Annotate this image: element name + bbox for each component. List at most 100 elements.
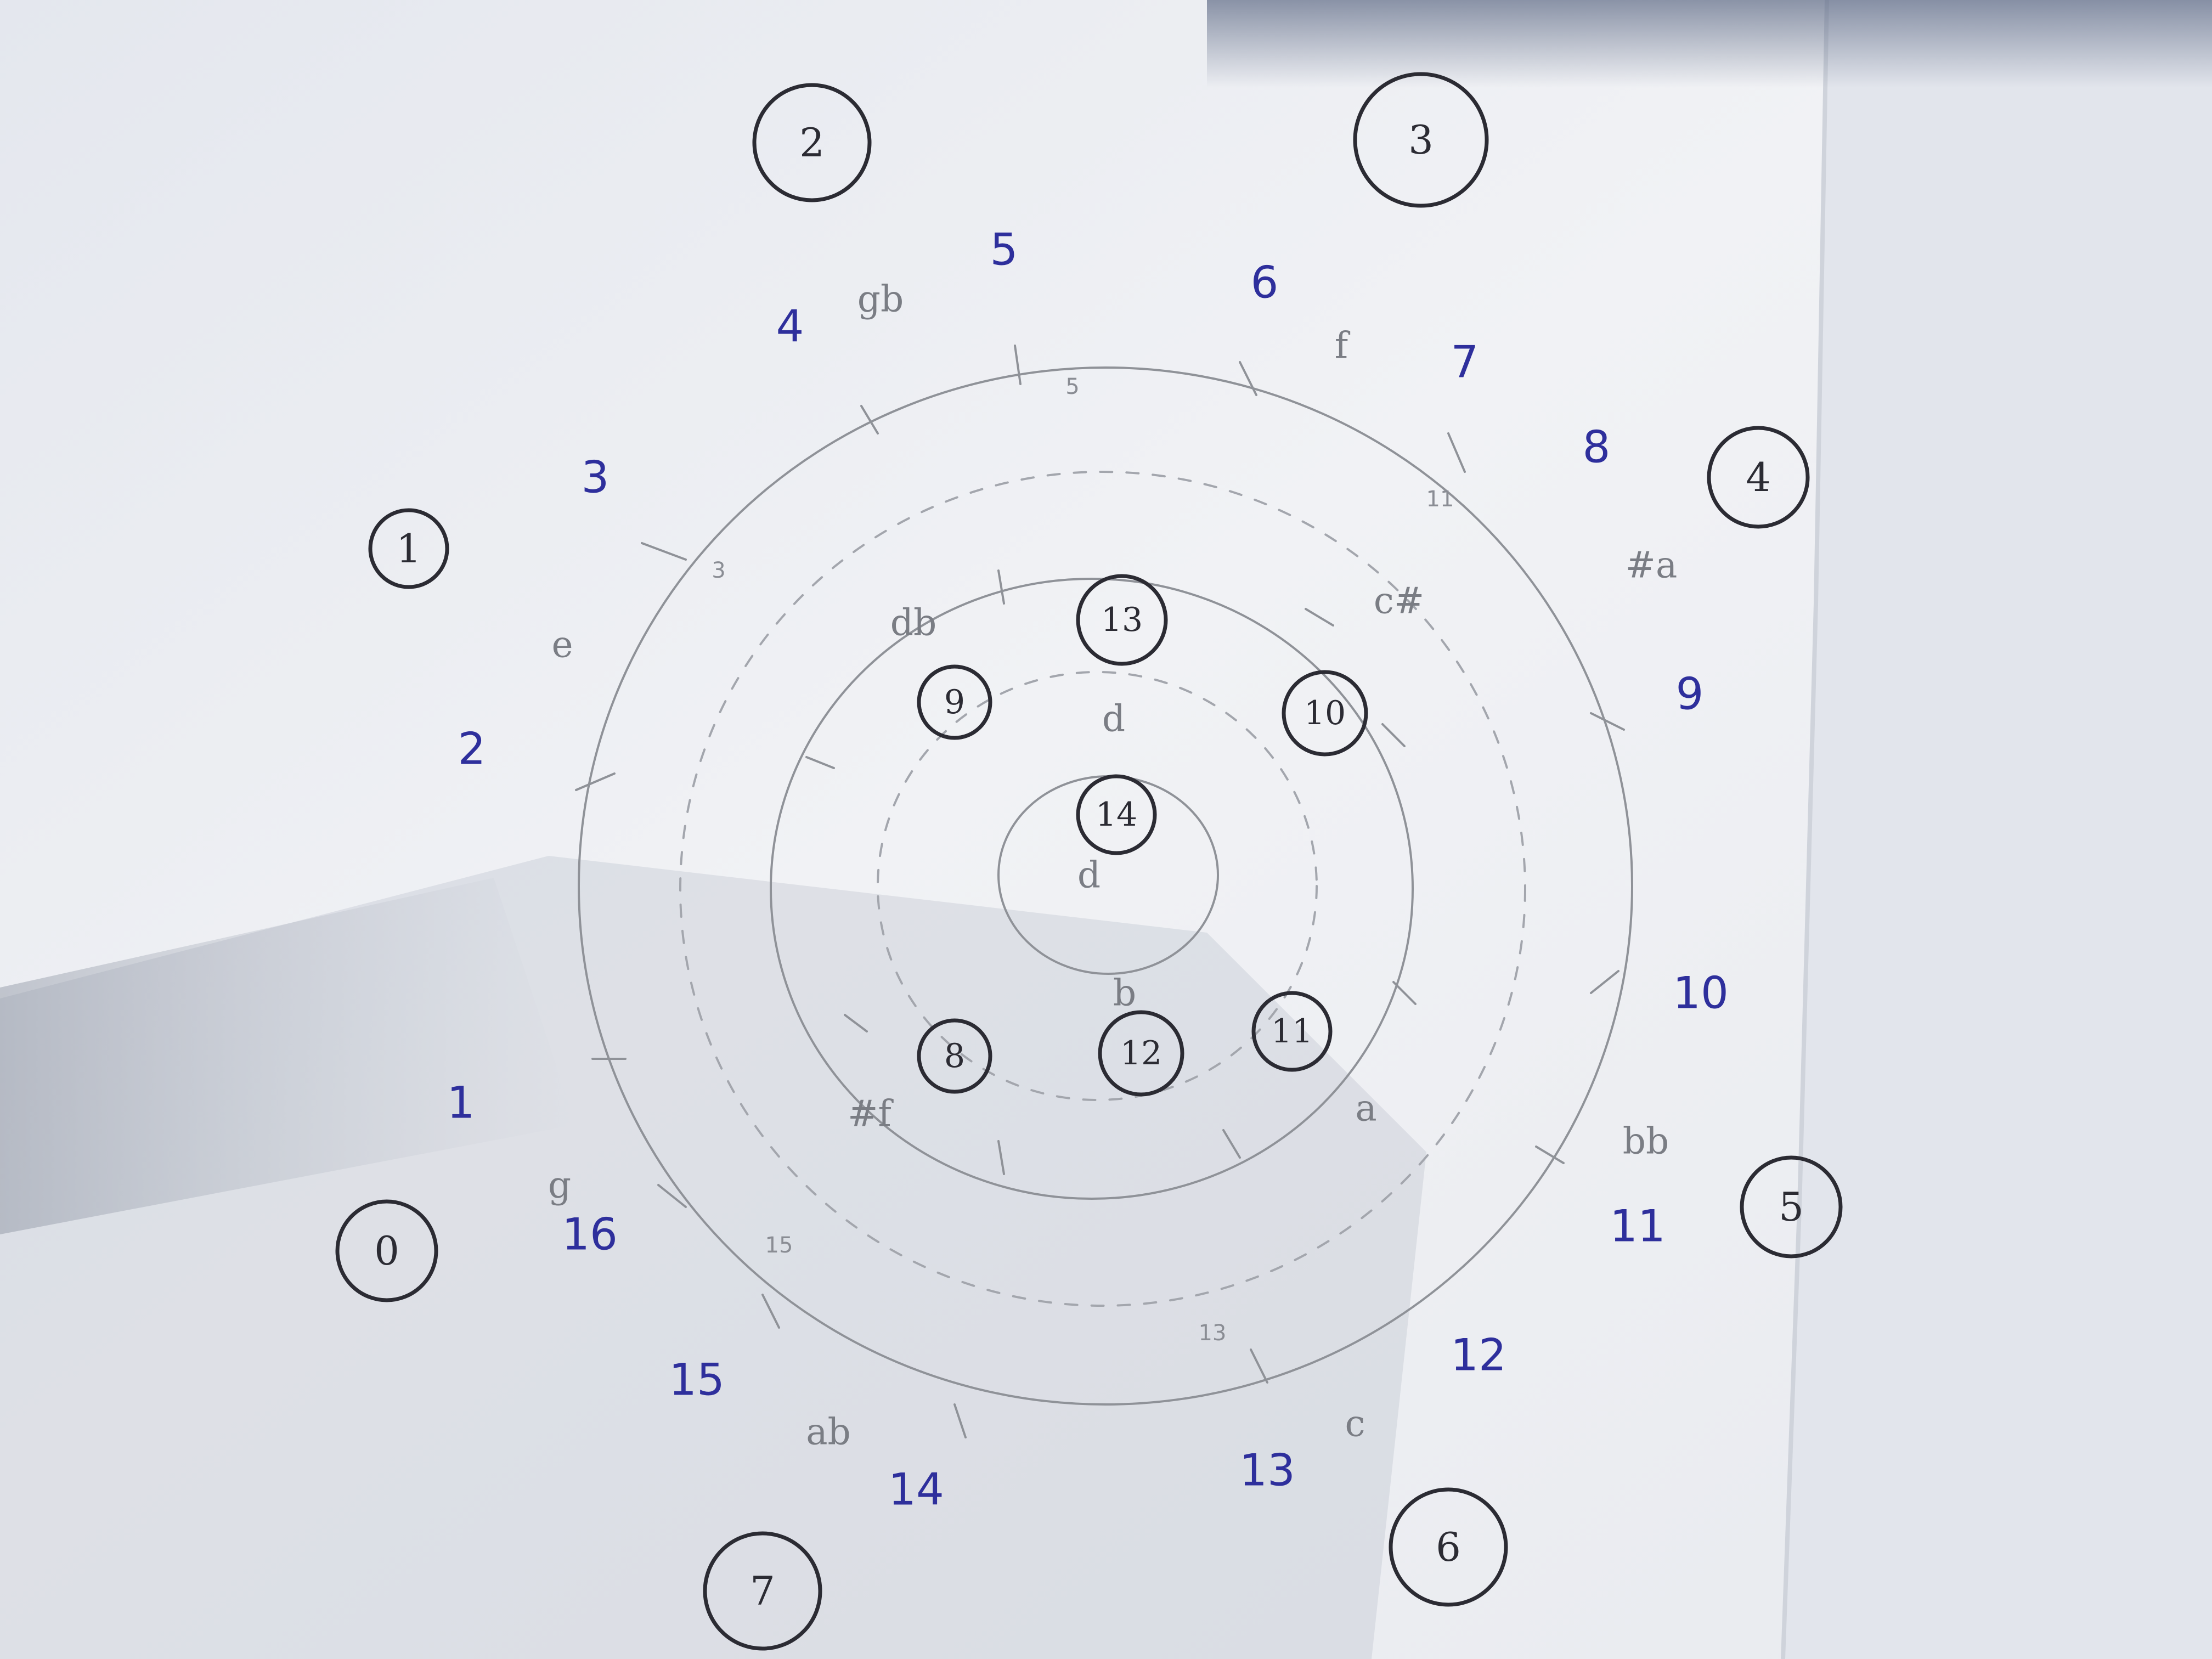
note-csharp: c#: [1374, 580, 1424, 622]
circled-number-11: 11: [1271, 1012, 1313, 1051]
note-d-top: d: [1102, 698, 1125, 740]
blue-number-10: 10: [1673, 968, 1729, 1019]
note-asharp: #a: [1626, 544, 1678, 586]
note-d-center: d: [1077, 854, 1101, 896]
tick-mark: [1590, 712, 1625, 731]
note-ab: ab: [806, 1411, 851, 1453]
circled-number-3: 3: [1408, 117, 1434, 163]
circled-number-0: 0: [374, 1228, 399, 1274]
tick-mark: [1222, 1129, 1241, 1159]
tick-mark: [997, 569, 1005, 605]
note-gb: gb: [857, 278, 904, 320]
tick-label: 15: [765, 1233, 793, 1258]
note-e: e: [551, 624, 573, 666]
outer-dashed-ring: [679, 471, 1526, 1307]
blue-number-6: 6: [1251, 257, 1279, 308]
blue-number-4: 4: [776, 301, 804, 352]
tick-mark: [1250, 1348, 1268, 1384]
tick-mark: [641, 542, 687, 561]
blue-number-8: 8: [1583, 422, 1611, 473]
tick-mark: [657, 1184, 687, 1208]
blue-number-11: 11: [1610, 1201, 1666, 1252]
tick-mark: [805, 756, 835, 769]
tick-label: 11: [1426, 487, 1454, 512]
tick-label: 3: [712, 558, 725, 583]
note-b: b: [1113, 972, 1136, 1014]
circled-number-5: 5: [1779, 1184, 1804, 1230]
circled-number-9: 9: [944, 683, 965, 721]
pencil-note-names: e gb f #a bb c ab g db c# d d b #f a: [548, 278, 1677, 1453]
blue-numbers: 1 2 3 4 5 6 7 8 9 10 11 12 13 14 15 16: [447, 224, 1729, 1515]
circle-4: [1707, 426, 1810, 529]
pencil-ticks: [575, 345, 1625, 1438]
tick-mark: [1392, 981, 1417, 1005]
circle-0: [335, 1199, 438, 1302]
blue-number-1: 1: [447, 1077, 475, 1128]
circle-9: [917, 664, 992, 740]
circle-5: [1740, 1155, 1843, 1259]
circle-10: [1282, 670, 1368, 757]
circled-number-13: 13: [1101, 601, 1143, 639]
circle-3: [1353, 72, 1489, 208]
blue-number-7: 7: [1451, 337, 1479, 388]
tick-mark: [1381, 723, 1406, 747]
blue-number-5: 5: [990, 224, 1018, 275]
tick-mark: [953, 1403, 967, 1438]
tick-mark: [1239, 361, 1257, 396]
circled-number-8: 8: [944, 1037, 965, 1075]
tick-mark: [860, 405, 879, 435]
blue-number-12: 12: [1451, 1330, 1506, 1381]
outer-ring: [578, 366, 1633, 1406]
blue-number-9: 9: [1676, 669, 1704, 720]
circle-14: [1076, 774, 1157, 855]
tick-mark: [1590, 970, 1620, 994]
circle-12: [1098, 1010, 1184, 1097]
note-a-bottom: a: [1355, 1087, 1376, 1130]
tick-label: 13: [1199, 1321, 1227, 1346]
middle-ring: [770, 578, 1414, 1200]
note-fsharp: #f: [848, 1093, 894, 1135]
outer-circled-numbers: 0 1 2 3 4 5 6 7: [335, 72, 1843, 1651]
inner-circled-numbers: 8 9 10 11 12 13 14: [917, 574, 1368, 1097]
circle-1: [368, 508, 449, 589]
blue-number-14: 14: [888, 1464, 944, 1515]
circled-number-4: 4: [1746, 454, 1771, 500]
tick-mark: [844, 1014, 868, 1032]
tick-mark: [575, 772, 616, 791]
note-c: c: [1345, 1403, 1365, 1445]
circle-6: [1389, 1487, 1508, 1607]
blue-number-2: 2: [458, 724, 486, 775]
circled-number-1: 1: [396, 526, 421, 572]
tick-mark: [1535, 1146, 1565, 1164]
circled-number-14: 14: [1096, 795, 1137, 834]
circled-number-12: 12: [1120, 1034, 1162, 1073]
top-shadow: [1207, 0, 2212, 88]
tick-mark: [997, 1140, 1005, 1175]
paper-fold-line: [1781, 0, 1829, 1659]
circled-number-2: 2: [799, 120, 825, 166]
circle-2: [752, 83, 872, 202]
tick-label: 5: [1065, 374, 1079, 399]
note-bb: bb: [1623, 1120, 1669, 1163]
blue-number-16: 16: [562, 1209, 618, 1260]
note-db: db: [890, 602, 937, 644]
tick-mark: [1305, 608, 1334, 627]
right-paper-sheet: [1783, 0, 2212, 1659]
left-shadow-band: [0, 878, 576, 1234]
note-f: f: [1335, 325, 1351, 367]
middle-dashed-ring: [877, 671, 1318, 1101]
tick-mark: [761, 1294, 780, 1329]
tick-mark: [1447, 432, 1466, 473]
tick-mark: [1014, 345, 1022, 385]
blue-number-13: 13: [1239, 1445, 1295, 1496]
circled-number-10: 10: [1304, 694, 1346, 732]
pencil-circles: [578, 366, 1633, 1406]
circled-number-6: 6: [1436, 1524, 1461, 1570]
circled-number-7: 7: [750, 1568, 775, 1614]
circle-13: [1076, 574, 1168, 666]
circle-7: [703, 1531, 822, 1651]
note-g: g: [548, 1164, 571, 1206]
blue-number-3: 3: [582, 452, 610, 503]
circle-11: [1251, 991, 1333, 1072]
